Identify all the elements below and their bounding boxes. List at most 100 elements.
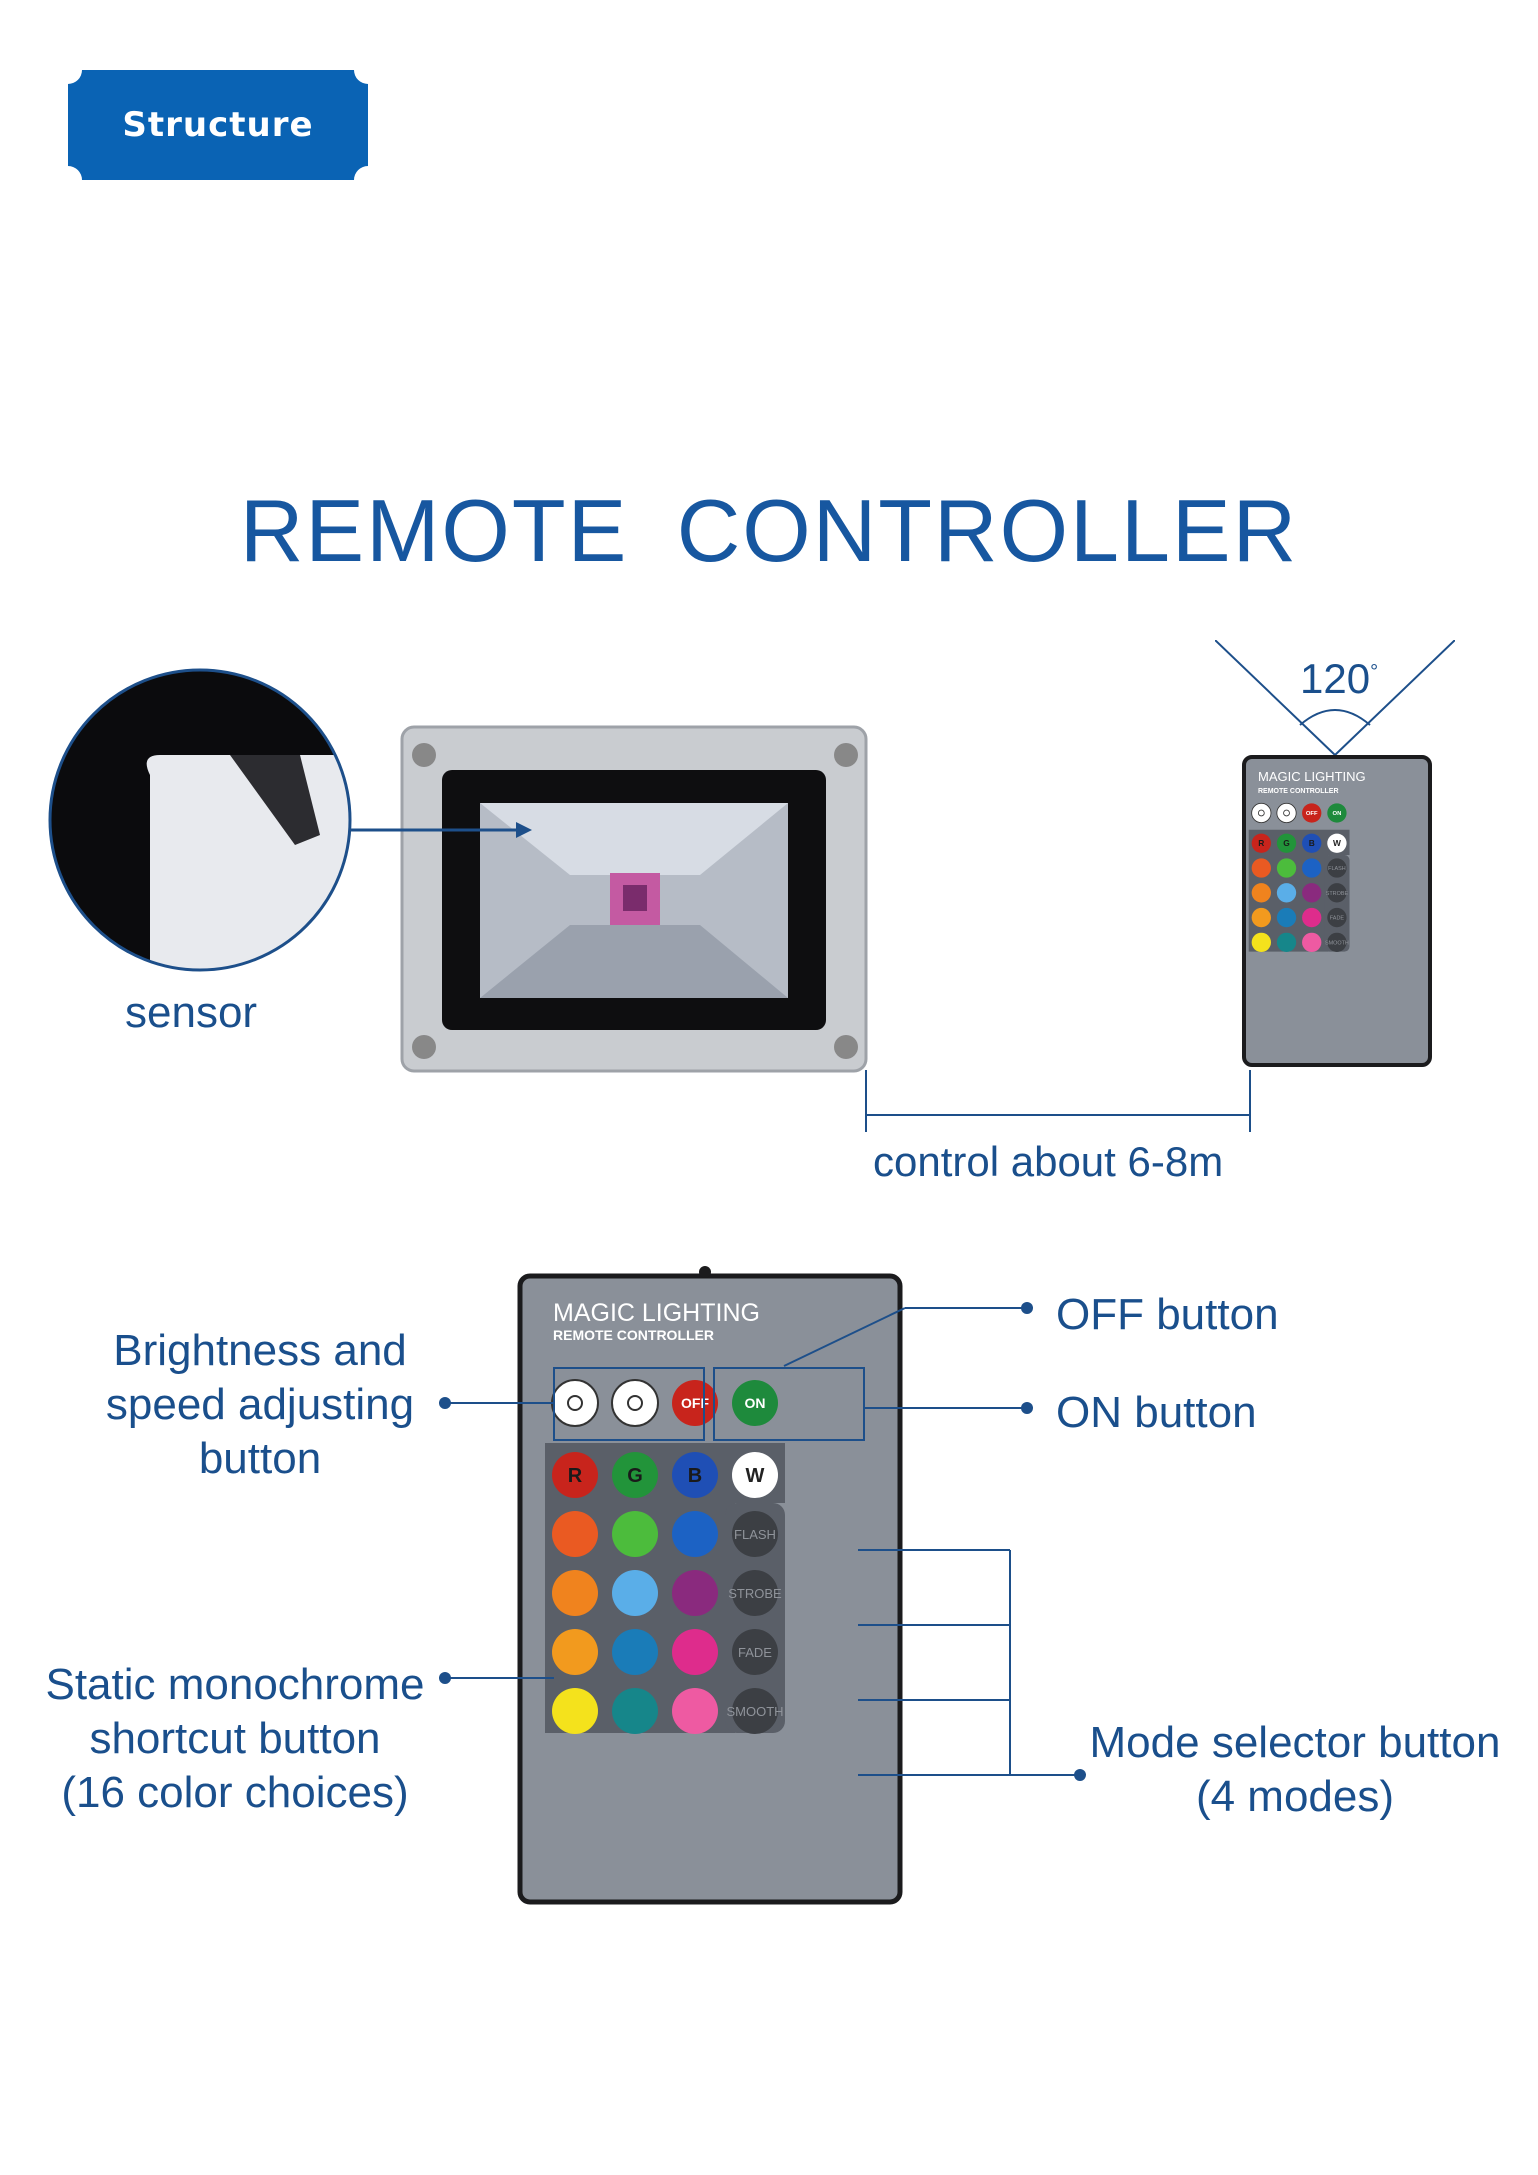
remote-small-mode-button-strobe[interactable]: [1327, 883, 1347, 903]
remote-small-r-button[interactable]: [1251, 833, 1271, 853]
remote-large-mode-button-flash[interactable]: [732, 1511, 778, 1557]
remote-small-mode-text: STROBE: [1326, 891, 1349, 897]
remote-large-brand: MAGIC LIGHTING: [553, 1299, 760, 1327]
remote-large: MAGIC LIGHTING REMOTE CONTROLLER OFF ON R G…: [517, 1266, 903, 1905]
remote-large-mode-button-strobe[interactable]: [732, 1570, 778, 1616]
remote-small-color-button[interactable]: [1251, 858, 1271, 878]
remote-small-rgbw-text: B: [1309, 838, 1315, 848]
remote-large-sun-icon: [567, 1395, 583, 1411]
off-button-label: OFF button: [1056, 1290, 1279, 1339]
remote-large-mode-text: STROBE: [728, 1586, 782, 1601]
remote-large-r-button[interactable]: [552, 1452, 598, 1498]
remote-large-color-button[interactable]: [612, 1511, 658, 1557]
remote-small-brand: MAGIC LIGHTING: [1258, 769, 1366, 784]
remote-small-mode-text: FLASH: [1328, 866, 1346, 872]
sensor-label: sensor: [125, 988, 258, 1037]
remote-large-w-button[interactable]: [732, 1452, 778, 1498]
remote-large-sun-icon: [627, 1395, 643, 1411]
remote-large-mode-text: SMOOTH: [726, 1704, 783, 1719]
remote-large-color-button[interactable]: [552, 1570, 598, 1616]
static-color-label-line: Static monochrome: [45, 1660, 425, 1709]
remote-small-subtitle: REMOTE CONTROLLER: [1258, 788, 1339, 795]
remote-large-off-button[interactable]: [672, 1380, 718, 1426]
remote-large-g-button[interactable]: [612, 1452, 658, 1498]
remote-large-color-button[interactable]: [552, 1688, 598, 1734]
remote-small-b-button[interactable]: [1302, 833, 1322, 853]
remote-large-mode-button-smooth[interactable]: [732, 1688, 778, 1734]
remote-large-color-button[interactable]: [612, 1570, 658, 1616]
remote-small-color-button[interactable]: [1251, 907, 1271, 928]
remote-small-color-button[interactable]: [1276, 858, 1297, 878]
remote-small-w-button[interactable]: [1327, 833, 1347, 853]
remote-large-mode-text: FLASH: [734, 1527, 776, 1542]
brightness-label-line: Brightness and: [113, 1326, 407, 1375]
on-button-label: ON button: [1056, 1388, 1257, 1437]
remote-small-on-text: ON: [1333, 811, 1342, 817]
static-color-label: Static monochrome shortcut button (16 co…: [30, 1658, 440, 1820]
remote-small-rgbw-text: R: [1258, 838, 1264, 848]
sensor-arrow: [350, 822, 532, 838]
remote-large-color-button[interactable]: [672, 1511, 718, 1557]
structure-badge-label: Structure: [122, 105, 314, 145]
remote-large-subtitle: REMOTE CONTROLLER: [553, 1327, 714, 1343]
remote-small-color-button[interactable]: [1276, 883, 1297, 903]
remote-small-on-button[interactable]: [1327, 803, 1347, 823]
remote-large-color-button[interactable]: [612, 1629, 658, 1675]
remote-small-color-button[interactable]: [1302, 932, 1322, 953]
remote-large-rgbw-text: R: [568, 1465, 583, 1487]
mode-selector-label-line: (4 modes): [1195, 1772, 1395, 1821]
static-color-label-line: (16 color choices): [61, 1768, 409, 1817]
remote-small-mode-text: FADE: [1330, 916, 1345, 922]
remote-large-mode-button-fade[interactable]: [732, 1629, 778, 1675]
mode-selector-label-line: Mode selector button: [1089, 1718, 1501, 1767]
distance-bracket: [865, 1070, 1251, 1132]
remote-small-color-button[interactable]: [1276, 932, 1297, 953]
angle-value: 120: [1300, 655, 1371, 702]
remote-small-mode-button-flash[interactable]: [1327, 858, 1347, 878]
remote-large-rgbw-text: W: [746, 1465, 765, 1487]
distance-label: control about 6-8m: [873, 1138, 1224, 1185]
remote-large-on-text: ON: [745, 1395, 766, 1411]
brightness-label-line: speed adjusting: [105, 1380, 415, 1429]
remote-small-mode-text: SMOOTH: [1325, 940, 1349, 946]
remote-large-on-button[interactable]: [732, 1380, 778, 1426]
remote-small-sun-icon: [1283, 809, 1290, 817]
remote-large-color-button[interactable]: [552, 1511, 598, 1557]
remote-large-off-text: OFF: [681, 1395, 709, 1411]
remote-small-color-button[interactable]: [1276, 907, 1297, 928]
degree-unit: °: [1370, 661, 1379, 683]
remote-large-rgbw-text: B: [688, 1465, 702, 1487]
remote-large-mode-panel: [725, 1503, 785, 1733]
remote-small-color-button[interactable]: [1251, 883, 1271, 903]
remote-small-rgbw-text: G: [1283, 838, 1290, 848]
remote-small-g-button[interactable]: [1276, 833, 1297, 853]
remote-small-color-button[interactable]: [1251, 932, 1271, 953]
remote-large-color-button[interactable]: [672, 1688, 718, 1734]
remote-small-color-button[interactable]: [1302, 907, 1322, 928]
remote-large-b-button[interactable]: [672, 1452, 718, 1498]
remote-small-color-button[interactable]: [1302, 883, 1322, 903]
remote-small-color-button[interactable]: [1302, 858, 1322, 878]
remote-large-color-button[interactable]: [672, 1629, 718, 1675]
sensor-zoom-circle: [48, 668, 352, 972]
remote-large-brightness-down-button[interactable]: [611, 1379, 659, 1427]
remote-small-brightness-down-button[interactable]: [1276, 802, 1297, 824]
brightness-label: Brightness and speed adjusting button: [90, 1324, 430, 1486]
remote-small-off-button[interactable]: [1302, 803, 1322, 823]
mode-selector-label: Mode selector button (4 modes): [1075, 1716, 1515, 1824]
remote-large-color-button[interactable]: [672, 1570, 718, 1616]
remote-small-brightness-up-button[interactable]: [1251, 802, 1272, 824]
remote-small-mode-button-fade[interactable]: [1327, 907, 1347, 928]
remote-small-mode-button-smooth[interactable]: [1327, 932, 1347, 953]
remote-large-rgbw-text: G: [627, 1465, 643, 1487]
remote-large-color-button[interactable]: [552, 1629, 598, 1675]
static-color-label-line: shortcut button: [89, 1714, 381, 1763]
angle-indicator: [1215, 640, 1455, 756]
brightness-label-line: button: [198, 1434, 322, 1483]
remote-small-rgbw-text: W: [1333, 838, 1341, 848]
structure-badge: [68, 70, 368, 180]
remote-large-mode-text: FADE: [738, 1645, 772, 1660]
remote-small-sun-icon: [1257, 809, 1265, 817]
remote-large-color-button[interactable]: [612, 1688, 658, 1734]
